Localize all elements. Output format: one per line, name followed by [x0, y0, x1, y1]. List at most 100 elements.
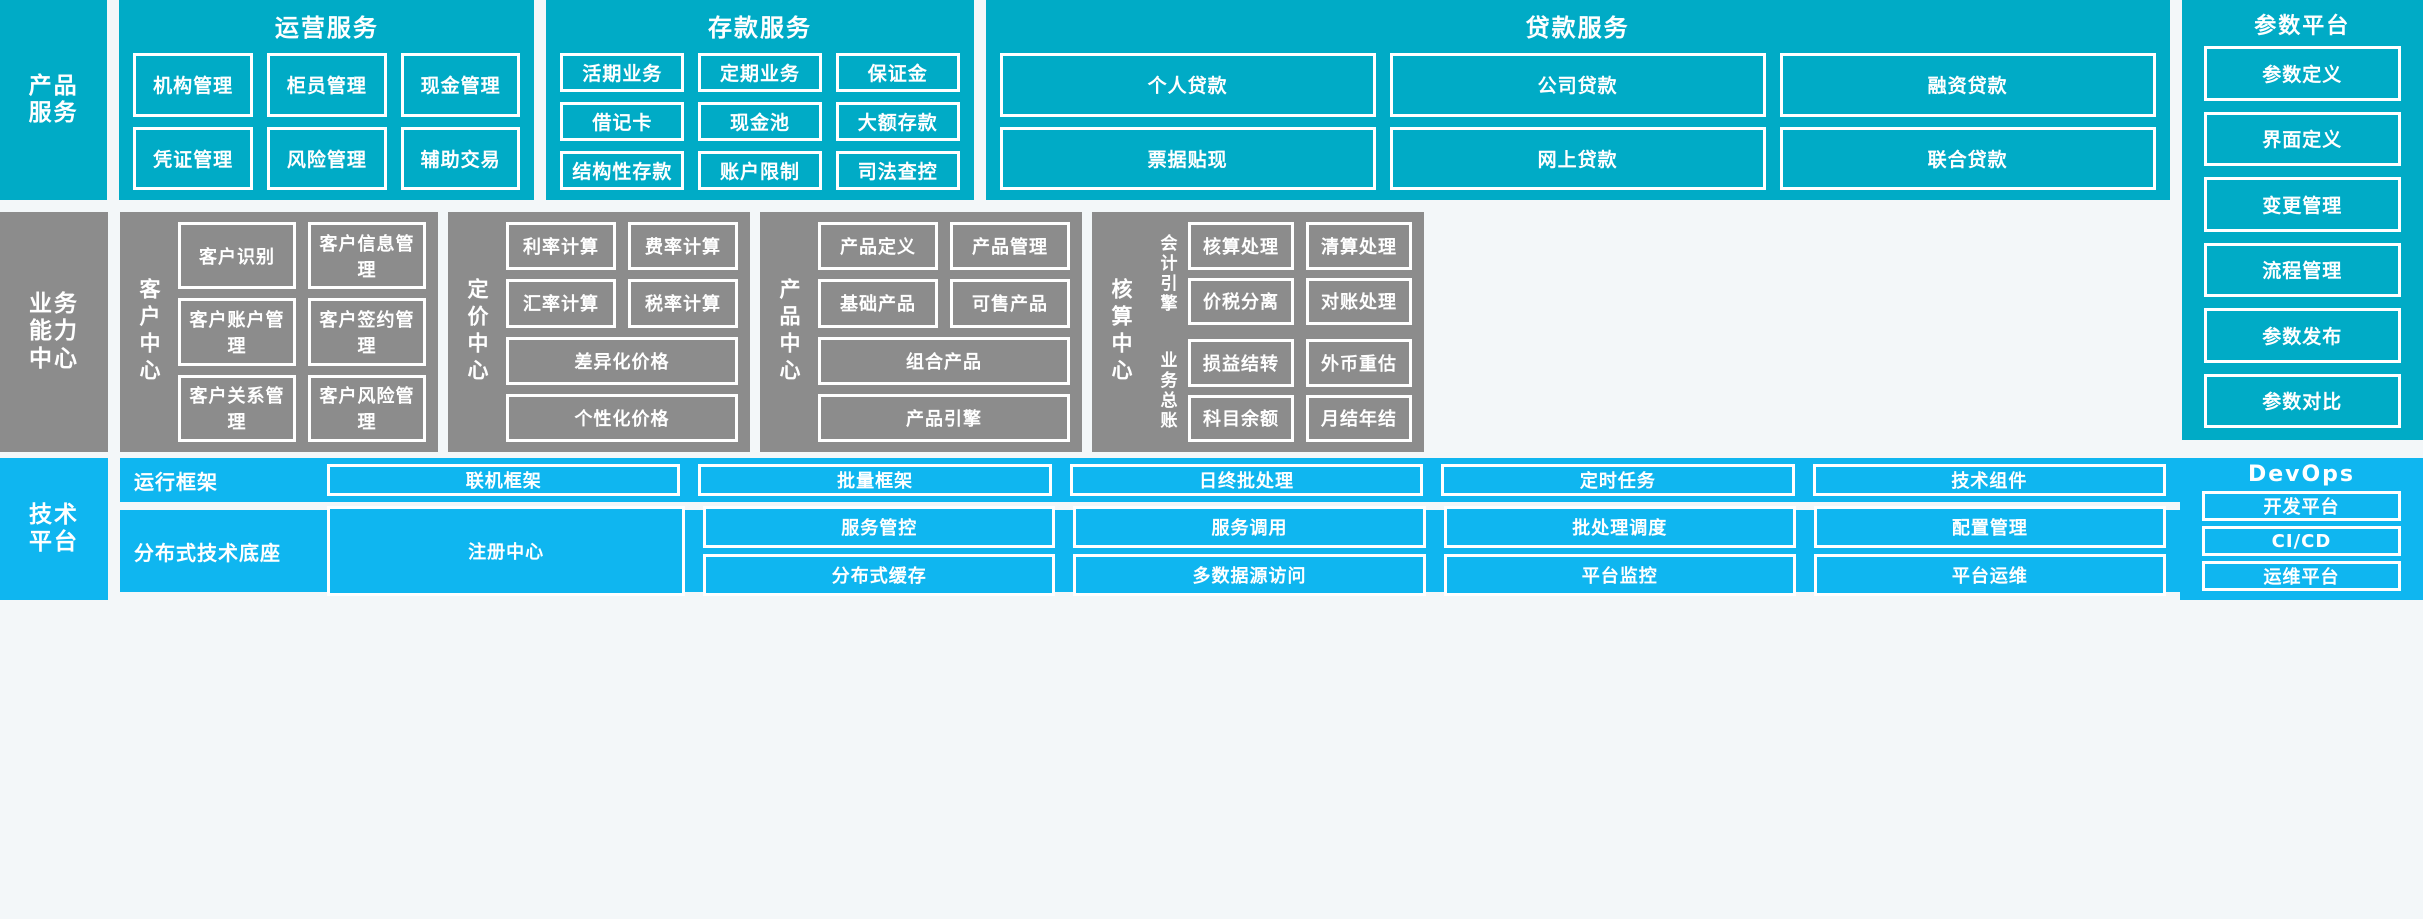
- tile-corporate-loan[interactable]: 公司贷款: [1389, 53, 1766, 117]
- rail-line-3: 中心: [29, 345, 79, 372]
- tile-account-balance[interactable]: 科目余额: [1188, 394, 1294, 442]
- tile-distributed-cache[interactable]: 分布式缓存: [703, 554, 1056, 596]
- tile-cash-management[interactable]: 现金管理: [400, 53, 521, 117]
- tile-margin-deposit[interactable]: 保证金: [835, 53, 960, 92]
- tile-bill-discount[interactable]: 票据贴现: [999, 126, 1376, 190]
- panel-deposit-services-title: 存款服务: [708, 14, 813, 42]
- tile-profit-loss-carryover[interactable]: 损益结转: [1188, 339, 1294, 387]
- panel-customer-center: 客户中心 客户识别 客户信息管理 客户账户管理 客户签约管理 客户关系管理 客户…: [120, 212, 438, 452]
- tile-row: 凭证管理 风险管理 辅助交易: [133, 126, 521, 190]
- tile-cash-pool[interactable]: 现金池: [698, 102, 822, 141]
- panel-pricing-center: 定价中心 利率计算 费率计算 汇率计算 税率计算 差异化价格 个性化价格: [448, 212, 750, 452]
- tile-batch-scheduling[interactable]: 批处理调度: [1443, 506, 1796, 548]
- tile-customer-risk-management[interactable]: 客户风险管理: [308, 374, 426, 442]
- tile-platform-operations[interactable]: 平台运维: [1813, 554, 2167, 596]
- tile-personalized-pricing[interactable]: 个性化价格: [506, 393, 738, 442]
- tile-judicial-control[interactable]: 司法查控: [835, 151, 960, 190]
- tile-fee-rate-calculation[interactable]: 费率计算: [628, 222, 738, 271]
- tile-online-loan[interactable]: 网上贷款: [1389, 126, 1766, 190]
- tile-parameter-definition[interactable]: 参数定义: [2203, 46, 2401, 101]
- layer-rail-product: 产品 服务: [0, 0, 108, 200]
- tile-product-management[interactable]: 产品管理: [950, 222, 1070, 271]
- tile-customer-account-management[interactable]: 客户账户管理: [178, 298, 296, 366]
- tile-exchange-rate-calculation[interactable]: 汇率计算: [506, 279, 616, 328]
- tile-org-management[interactable]: 机构管理: [133, 53, 254, 117]
- tile-ops-platform[interactable]: 运维平台: [2202, 561, 2401, 591]
- tile-registry-center[interactable]: 注册中心: [327, 506, 686, 596]
- tile-parameter-release[interactable]: 参数发布: [2203, 308, 2401, 363]
- tile-scheduled-task[interactable]: 定时任务: [1441, 464, 1795, 496]
- tile-column: 服务管控 分布式缓存: [703, 506, 1056, 596]
- tile-financing-loan[interactable]: 融资贷款: [1779, 53, 2156, 117]
- tile-parameter-comparison[interactable]: 参数对比: [2203, 373, 2401, 428]
- tile-large-deposit[interactable]: 大额存款: [835, 102, 960, 141]
- layer-rail-capability-label: 业务 能力 中心: [0, 212, 108, 452]
- tile-customer-identification[interactable]: 客户识别: [178, 222, 296, 290]
- tile-row: 基础产品 可售产品: [818, 279, 1070, 328]
- tile-sellable-product[interactable]: 可售产品: [950, 279, 1070, 328]
- tile-technical-component[interactable]: 技术组件: [1812, 464, 2167, 496]
- tile-development-platform[interactable]: 开发平台: [2202, 491, 2401, 521]
- tile-row: 票据贴现 网上贷款 联合贷款: [999, 126, 2156, 190]
- tile-end-of-day-batch[interactable]: 日终批处理: [1069, 464, 1424, 496]
- tile-price-tax-separation[interactable]: 价税分离: [1188, 277, 1294, 325]
- product-service-layer: 产品 服务 运营服务 机构管理 柜员管理 现金管理 凭证管理 风险管理 辅助交易: [0, 0, 2423, 440]
- tile-bundled-product[interactable]: 组合产品: [818, 336, 1070, 385]
- tile-customer-info-management[interactable]: 客户信息管理: [308, 222, 426, 290]
- tile-time-business[interactable]: 定期业务: [698, 53, 822, 92]
- tile-accounting-processing[interactable]: 核算处理: [1188, 222, 1294, 270]
- band-runtime-framework: 运行框架 联机框架 批量框架 日终批处理 定时任务 技术组件: [120, 458, 2180, 502]
- tile-service-governance[interactable]: 服务管控: [703, 506, 1056, 548]
- tile-row: 个人贷款 公司贷款 融资贷款: [999, 53, 2156, 117]
- band-distributed-foundation: 分布式技术底座 注册中心 服务管控 分布式缓存 服务调用 多数据源访问 批处理调…: [120, 506, 2180, 596]
- tile-customer-relationship-management[interactable]: 客户关系管理: [178, 374, 296, 442]
- tile-demand-business[interactable]: 活期业务: [560, 53, 685, 92]
- panel-loan-services-title: 贷款服务: [1525, 14, 1630, 42]
- tile-account-restriction[interactable]: 账户限制: [698, 151, 822, 190]
- accounting-engine-label: 会计引擎: [1156, 233, 1177, 314]
- tile-row: 利率计算 费率计算: [506, 222, 738, 271]
- tile-process-management[interactable]: 流程管理: [2203, 242, 2401, 297]
- tile-month-year-end-closing[interactable]: 月结年结: [1306, 394, 1412, 442]
- tile-batch-framework[interactable]: 批量框架: [698, 464, 1052, 496]
- tile-settlement-processing[interactable]: 清算处理: [1306, 222, 1412, 270]
- rail-line-2: 平台: [29, 529, 79, 555]
- tile-reconciliation-processing[interactable]: 对账处理: [1306, 277, 1412, 325]
- general-ledger-group: 业务总账 损益结转 外币重估 科目余额 月结年结: [1150, 339, 1412, 442]
- tile-structured-deposit[interactable]: 结构性存款: [560, 151, 685, 190]
- tile-row: 结构性存款 账户限制 司法查控: [560, 151, 960, 190]
- tile-service-invocation[interactable]: 服务调用: [1073, 506, 1426, 548]
- tile-product-engine[interactable]: 产品引擎: [818, 393, 1070, 442]
- tile-column: 服务调用 多数据源访问: [1073, 506, 1426, 596]
- tile-tax-rate-calculation[interactable]: 税率计算: [628, 279, 738, 328]
- panel-pricing-center-label: 定价中心: [465, 278, 489, 386]
- tile-multi-datasource-access[interactable]: 多数据源访问: [1073, 554, 1426, 596]
- tile-personal-loan[interactable]: 个人贷款: [999, 53, 1376, 117]
- tile-auxiliary-transaction[interactable]: 辅助交易: [400, 126, 521, 190]
- tile-configuration-management[interactable]: 配置管理: [1813, 506, 2167, 548]
- panel-parameter-platform-title: 参数平台: [2254, 14, 2351, 39]
- tile-platform-monitoring[interactable]: 平台监控: [1443, 554, 1796, 596]
- tile-voucher-management[interactable]: 凭证管理: [133, 126, 254, 190]
- tile-debit-card[interactable]: 借记卡: [560, 102, 685, 141]
- tile-row: 科目余额 月结年结: [1188, 394, 1412, 442]
- tile-interest-rate-calculation[interactable]: 利率计算: [506, 222, 616, 271]
- tile-syndicated-loan[interactable]: 联合贷款: [1779, 126, 2156, 190]
- tile-customer-contract-management[interactable]: 客户签约管理: [308, 298, 426, 366]
- panel-devops: DevOps 开发平台 CI/CD 运维平台: [2180, 458, 2423, 600]
- tile-risk-management[interactable]: 风险管理: [267, 126, 387, 190]
- tile-foreign-currency-revaluation[interactable]: 外币重估: [1306, 339, 1412, 387]
- tile-change-management[interactable]: 变更管理: [2203, 177, 2401, 232]
- tile-ci-cd[interactable]: CI/CD: [2202, 526, 2401, 556]
- tile-interface-definition[interactable]: 界面定义: [2203, 111, 2401, 166]
- tile-product-definition[interactable]: 产品定义: [818, 222, 938, 271]
- tile-teller-management[interactable]: 柜员管理: [267, 53, 387, 117]
- tile-differentiated-pricing[interactable]: 差异化价格: [506, 336, 738, 385]
- tile-online-framework[interactable]: 联机框架: [327, 464, 681, 496]
- rail-line-1: 技术: [29, 501, 79, 528]
- tile-row: 客户账户管理 客户签约管理: [178, 298, 426, 366]
- rail-line-1: 业务: [29, 291, 79, 318]
- panel-loan-services: 贷款服务 个人贷款 公司贷款 融资贷款 票据贴现 网上贷款 联合贷款: [985, 0, 2170, 200]
- tile-row: 汇率计算 税率计算: [506, 279, 738, 328]
- tile-basic-product[interactable]: 基础产品: [818, 279, 938, 328]
